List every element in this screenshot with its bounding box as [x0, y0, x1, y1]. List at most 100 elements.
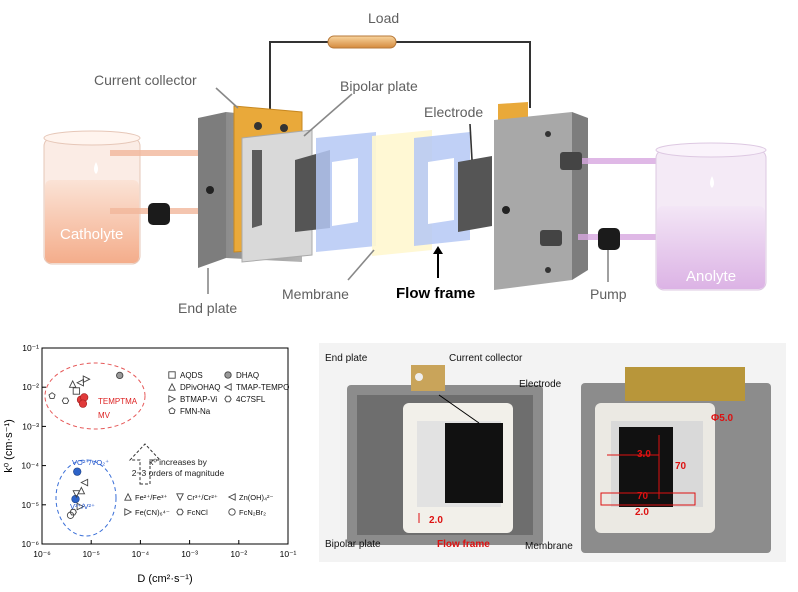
legend-label: Fe²⁺/Fe³⁺: [135, 493, 168, 502]
x-tick-label: 10⁻¹: [280, 549, 297, 559]
current-collector-label: Current collector: [94, 72, 197, 88]
legend-marker: [168, 407, 176, 415]
photo-current-collector-label: Current collector: [449, 353, 523, 364]
y-tick-label: 10⁻⁴: [21, 461, 39, 471]
x-axis-label: D (cm²·s⁻¹): [137, 573, 192, 585]
photo-electrode-label: Electrode: [519, 379, 562, 390]
x-tick-label: 10⁻³: [181, 549, 198, 559]
point-aqds: [72, 387, 81, 395]
point-tmap-tempo: [76, 378, 84, 387]
legend-marker: [228, 508, 236, 516]
legend-label: FMN-Na: [180, 407, 211, 416]
load-resistor: [327, 35, 397, 49]
legend-marker: [223, 383, 232, 391]
point-fcn-br-: [66, 511, 75, 519]
legend-label: AQDS: [180, 371, 203, 380]
point-vo-vo-: [73, 467, 82, 476]
label-mv: MV: [98, 411, 111, 420]
dim-gap2: 3.0: [637, 449, 651, 460]
catholyte-tank: [43, 130, 141, 265]
annotation-line2: 2~3 orders of magnitude: [132, 468, 225, 478]
anolyte-label: Anolyte: [686, 268, 737, 285]
label-v3: V³⁺/V²⁺: [70, 502, 95, 511]
legend-label: BTMAP-Vi: [180, 395, 217, 404]
catholyte-label: Catholyte: [60, 226, 124, 243]
point-fmn-na: [48, 392, 56, 399]
current-collector-right: [498, 102, 528, 120]
electrode-right: [458, 156, 492, 232]
legend-label: DPivOHAQ: [180, 383, 220, 392]
pointer-membrane: [347, 249, 375, 281]
legend-marker: [168, 395, 177, 403]
legend-marker: [176, 508, 184, 516]
point-dpivohaq: [68, 379, 77, 388]
legend-marker: [176, 493, 184, 502]
x-tick-label: 10⁻²: [230, 549, 247, 559]
load-label: Load: [368, 10, 400, 26]
flow-battery-schematic: [43, 35, 767, 294]
pump-label: Pump: [590, 286, 627, 302]
anolyte-pipe-top: [578, 158, 688, 164]
inorganic-region: [55, 459, 117, 537]
x-tick-label: 10⁻⁵: [82, 549, 99, 559]
point-zn-oh-: [80, 478, 89, 487]
point-btmap-vi: [82, 375, 91, 384]
label-vo2: VO²⁺/VO₂⁺: [72, 458, 109, 467]
label-temptma: TEMPTMA: [98, 397, 138, 406]
legend-label: DHAQ: [236, 371, 259, 380]
legend-label: FcNCl: [187, 508, 208, 517]
y-tick-label: 10⁻³: [22, 421, 39, 431]
legend-label: Cr³⁺/Cr²⁺: [187, 493, 218, 502]
photo-flow-frame-label: Flow frame: [437, 539, 490, 550]
legend-label: Fe(CN)₆⁴⁻: [135, 508, 170, 517]
legend-label: 4C7SFL: [236, 395, 266, 404]
legend-label: FcN₂Br₂: [239, 508, 266, 517]
plot-frame: [41, 347, 289, 545]
catholyte-pipe-top: [110, 150, 210, 156]
end-plate-label: End plate: [178, 300, 238, 316]
photo-bipolar-plate-label: Bipolar plate: [325, 539, 381, 550]
legend-marker: [224, 371, 232, 379]
flow-frame-label: Flow frame: [396, 285, 476, 302]
y-tick-label: 10⁻⁶: [22, 539, 39, 549]
pointer-bipolar-plate: [303, 93, 353, 137]
legend-marker: [124, 508, 133, 516]
dim-gap3: 2.0: [635, 507, 649, 518]
legend-marker: [224, 395, 232, 403]
point-dhaq: [116, 371, 124, 380]
dim-gap1: 2.0: [429, 515, 443, 526]
pointer-current-collector: [215, 87, 239, 109]
membrane-label: Membrane: [282, 286, 349, 302]
legend-marker: [227, 493, 236, 501]
point-4c7sfl: [61, 397, 70, 405]
legend-label: Zn(OH)₄²⁻: [239, 493, 274, 502]
anolyte-pipe-bottom: [578, 234, 688, 240]
point-mv: [78, 399, 88, 408]
legend-marker: [168, 371, 176, 379]
y-axis-label: k⁰ (cm·s⁻¹): [3, 419, 15, 473]
catholyte-pump: [148, 203, 170, 225]
point-cr-cr-: [72, 490, 81, 499]
magnitude-arrow: [128, 443, 162, 485]
y-tick-label: 10⁻²: [22, 382, 39, 392]
legend-marker: [168, 382, 176, 391]
photo-membrane-label: Membrane: [525, 541, 573, 552]
bipolar-plate-label: Bipolar plate: [340, 78, 418, 94]
organic-region: [44, 362, 146, 430]
end-plate-right: [494, 112, 572, 290]
dim-height: 70: [675, 461, 687, 472]
photo-end-plate-label: End plate: [325, 353, 368, 364]
x-tick-label: 10⁻⁶: [33, 549, 50, 559]
y-tick-label: 10⁻¹: [22, 343, 39, 353]
annotation-line1: k⁰ increases by: [149, 457, 207, 467]
legend-label: TMAP-TEMPO: [236, 383, 289, 392]
current-collector-photo-right: [625, 367, 745, 401]
photo-drawing: [319, 343, 786, 562]
flow-battery-photo: End plate Current collector Electrode Bi…: [319, 343, 786, 562]
electrode-photo-right: [619, 427, 673, 507]
pointer-electrode: [469, 123, 473, 161]
electrode-photo-left: [445, 423, 503, 503]
dim-width: 70: [637, 491, 649, 502]
y-tick-label: 10⁻⁵: [22, 500, 39, 510]
